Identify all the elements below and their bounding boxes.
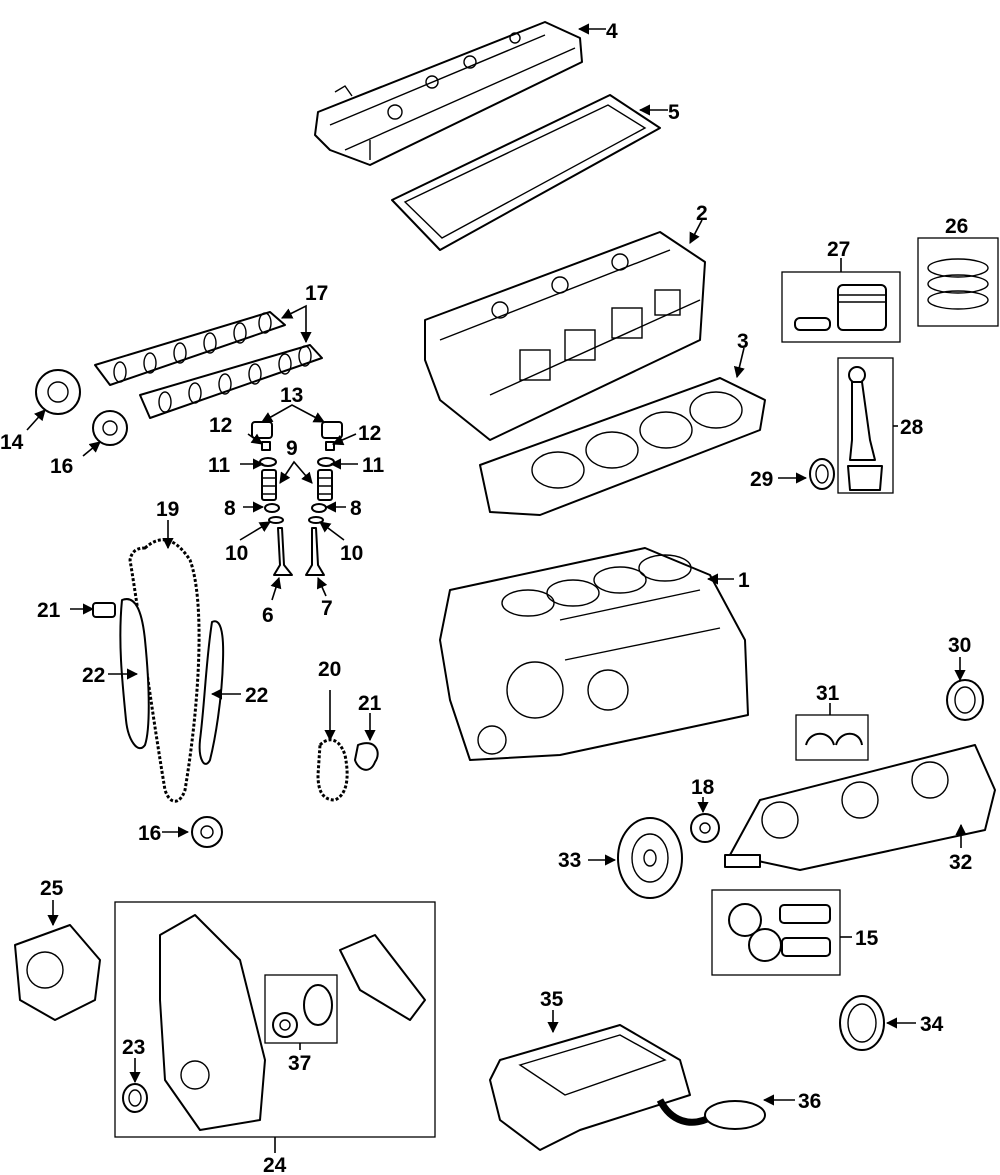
part-24-timing-cover[interactable] bbox=[159, 914, 426, 1131]
part-29-rod-bearing[interactable] bbox=[809, 458, 835, 490]
part-28-connecting-rod[interactable] bbox=[847, 366, 883, 491]
part-15-balance-shaft-assembly[interactable] bbox=[728, 903, 831, 962]
callout-9: 9 bbox=[286, 437, 298, 460]
part-4-valve-cover[interactable] bbox=[314, 21, 583, 166]
callout-3: 3 bbox=[737, 330, 749, 353]
part-5-valve-cover-gasket[interactable] bbox=[391, 94, 661, 251]
part-18-crank-sprocket[interactable] bbox=[690, 813, 720, 843]
callout-35: 35 bbox=[540, 988, 564, 1011]
part-27-piston[interactable] bbox=[794, 284, 887, 331]
callout-14: 14 bbox=[0, 431, 24, 454]
box-26 bbox=[917, 237, 999, 327]
callout-11-right: 11 bbox=[362, 454, 385, 477]
callout-22-left: 22 bbox=[82, 664, 105, 687]
callout-8-right: 8 bbox=[350, 497, 362, 520]
callout-6: 6 bbox=[262, 604, 274, 627]
part-21-chain-tensioner-lower[interactable] bbox=[354, 742, 379, 771]
leader-lines bbox=[26, 23, 967, 1153]
callout-19: 19 bbox=[156, 498, 179, 521]
callout-13: 13 bbox=[280, 384, 303, 407]
callout-18: 18 bbox=[691, 776, 715, 799]
callout-32: 32 bbox=[949, 851, 972, 874]
callout-10-left: 10 bbox=[225, 542, 248, 565]
callout-21-right: 21 bbox=[358, 692, 382, 715]
callout-25: 25 bbox=[40, 877, 64, 900]
callout-21-left: 21 bbox=[37, 599, 61, 622]
part-33-crank-pulley[interactable] bbox=[617, 817, 683, 899]
callout-5: 5 bbox=[668, 101, 680, 124]
part-2-cylinder-head[interactable] bbox=[424, 231, 706, 441]
callout-31: 31 bbox=[816, 682, 840, 705]
callout-labels: 4 5 2 3 1 26 27 28 29 30 31 32 18 33 15 … bbox=[0, 20, 972, 1175]
callout-26: 26 bbox=[945, 215, 968, 238]
callout-30: 30 bbox=[948, 634, 971, 657]
callout-33: 33 bbox=[558, 849, 581, 872]
part-21-chain-tensioner-upper[interactable] bbox=[92, 602, 116, 618]
part-1-cylinder-block[interactable] bbox=[439, 547, 749, 761]
callout-24: 24 bbox=[263, 1154, 287, 1175]
part-14-cam-phaser[interactable] bbox=[35, 369, 81, 415]
callout-23: 23 bbox=[122, 1036, 145, 1059]
callout-22-right: 22 bbox=[245, 684, 268, 707]
part-36-oil-pickup[interactable] bbox=[656, 1098, 766, 1130]
callout-28: 28 bbox=[900, 416, 924, 439]
callout-16-lower: 16 bbox=[138, 822, 161, 845]
box-15 bbox=[711, 889, 841, 976]
box-31 bbox=[795, 714, 869, 761]
part-30-main-bearing[interactable] bbox=[946, 679, 984, 721]
callout-16-upper: 16 bbox=[50, 455, 73, 478]
part-34-rear-main-seal[interactable] bbox=[839, 995, 885, 1051]
part-16-sprocket-upper[interactable] bbox=[92, 410, 128, 446]
callout-17: 17 bbox=[305, 282, 328, 305]
callout-34: 34 bbox=[920, 1013, 944, 1036]
part-9-valve-springs[interactable] bbox=[261, 469, 333, 501]
box-37 bbox=[264, 974, 338, 1044]
callout-27: 27 bbox=[827, 238, 850, 261]
part-8-valve-seals[interactable] bbox=[264, 503, 327, 513]
part-37-oil-pump-gears[interactable] bbox=[272, 984, 333, 1038]
part-16-sprocket-lower[interactable] bbox=[191, 816, 223, 848]
callout-12-left: 12 bbox=[209, 414, 232, 437]
part-13-lifters[interactable] bbox=[251, 421, 343, 439]
part-35-oil-pan[interactable] bbox=[489, 1024, 691, 1151]
callout-2: 2 bbox=[696, 202, 708, 225]
part-7-exhaust-valve[interactable] bbox=[305, 527, 325, 576]
part-6-intake-valve[interactable] bbox=[273, 527, 293, 576]
part-19-timing-chain[interactable] bbox=[128, 538, 201, 803]
part-32-crankshaft[interactable] bbox=[724, 744, 996, 871]
callout-11-left: 11 bbox=[208, 454, 231, 477]
callout-37: 37 bbox=[288, 1052, 311, 1075]
part-3-head-gasket[interactable] bbox=[479, 377, 766, 516]
part-22-chain-guide-right[interactable] bbox=[198, 620, 225, 765]
part-31-thrust-washers[interactable] bbox=[805, 732, 863, 746]
callout-1: 1 bbox=[738, 569, 750, 592]
callout-15: 15 bbox=[855, 927, 879, 950]
callout-4: 4 bbox=[606, 20, 618, 43]
callout-36: 36 bbox=[798, 1090, 821, 1113]
callout-12-right: 12 bbox=[358, 422, 381, 445]
callout-8-left: 8 bbox=[224, 497, 236, 520]
callout-10-right: 10 bbox=[340, 542, 363, 565]
part-25-water-pump[interactable] bbox=[14, 924, 101, 1021]
part-26-piston-rings[interactable] bbox=[927, 258, 989, 310]
part-12-valve-keepers[interactable] bbox=[261, 441, 335, 451]
part-20-balancer-chain[interactable] bbox=[316, 738, 349, 802]
callout-29: 29 bbox=[750, 468, 773, 491]
part-23-front-crank-seal[interactable] bbox=[122, 1083, 148, 1113]
part-10-spring-seats[interactable] bbox=[268, 516, 324, 524]
callout-7: 7 bbox=[321, 597, 333, 620]
callout-20: 20 bbox=[318, 658, 341, 681]
